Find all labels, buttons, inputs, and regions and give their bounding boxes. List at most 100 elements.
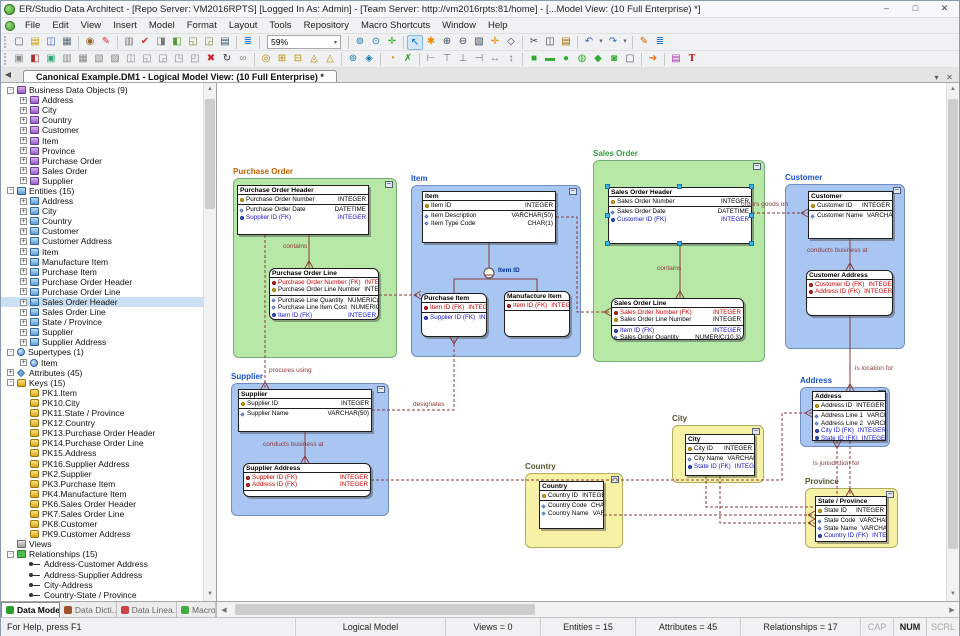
- circular-layout-button[interactable]: ◎: [261, 52, 271, 64]
- tree-item-item[interactable]: +Item: [1, 247, 203, 257]
- redo-button[interactable]: ↷: [608, 35, 618, 47]
- menu-insert[interactable]: Insert: [113, 20, 137, 31]
- align-right-button[interactable]: ⊣: [474, 52, 484, 64]
- attribute-editor-button[interactable]: ◧: [30, 52, 40, 64]
- container-collapse-button[interactable]: –: [753, 162, 761, 170]
- tree-item-manufacture-item[interactable]: +Manufacture Item: [1, 257, 203, 267]
- document-tab[interactable]: Canonical Example.DM1 - Logical Model Vi…: [23, 70, 337, 82]
- tree-expand-toggle[interactable]: +: [20, 177, 27, 185]
- tree-item-relationships-15[interactable]: -Relationships (15): [1, 549, 203, 559]
- new-model-button[interactable]: ▢: [14, 35, 24, 47]
- fit-to-window-button[interactable]: ◇: [507, 35, 515, 47]
- selection-handle[interactable]: [749, 241, 754, 246]
- menu-layout[interactable]: Layout: [228, 20, 258, 31]
- tree-expand-toggle[interactable]: +: [20, 318, 27, 326]
- tree-item-pk8-customer[interactable]: PK8.Customer: [1, 519, 203, 529]
- navigator-globe-button[interactable]: ⊚: [355, 35, 365, 47]
- selection-handle[interactable]: [605, 241, 610, 246]
- security-objects-button[interactable]: ▨: [110, 52, 120, 64]
- tree-expand-toggle[interactable]: +: [20, 359, 27, 367]
- redraw-diagram-button[interactable]: ⊚: [348, 52, 358, 64]
- panel-tab-data-dicti[interactable]: Data Dicti...: [60, 602, 117, 617]
- tree-item-item[interactable]: +Item: [1, 358, 203, 368]
- symmetric-layout-button[interactable]: ◬: [310, 52, 318, 64]
- tree-expand-toggle[interactable]: +: [20, 248, 27, 256]
- distribute-horizontal-button[interactable]: ↔: [490, 52, 500, 64]
- export-model-button[interactable]: ◲: [204, 35, 214, 47]
- tree-expand-toggle[interactable]: +: [20, 288, 27, 296]
- shape-octagon-button[interactable]: ◙: [610, 52, 618, 64]
- tree-expand-toggle[interactable]: +: [20, 328, 27, 336]
- tree-expand-toggle[interactable]: +: [20, 137, 27, 145]
- import-model-button[interactable]: ◱: [188, 35, 198, 47]
- tree-item-pk12-country[interactable]: PK12.Country: [1, 418, 203, 428]
- bind-dictionary-button[interactable]: ▣: [46, 52, 56, 64]
- zoom-out-button[interactable]: ⊖: [458, 35, 468, 47]
- scroll-right-icon[interactable]: ▶: [949, 606, 955, 614]
- menu-window[interactable]: Window: [442, 20, 476, 31]
- tree-item-country-state-province[interactable]: Country-State / Province: [1, 590, 203, 600]
- copy-object-button[interactable]: ◱: [142, 52, 152, 64]
- tree-item-entities-15[interactable]: -Entities (15): [1, 186, 203, 196]
- tree-item-pk4-manufacture-item[interactable]: PK4.Manufacture Item: [1, 489, 203, 499]
- compare-merge-button[interactable]: ◫: [126, 52, 136, 64]
- tree-item-city-address[interactable]: City-Address: [1, 580, 203, 590]
- panel-tab-data-linea[interactable]: Data Linea...: [117, 602, 177, 617]
- cut-button[interactable]: ✂: [529, 35, 539, 47]
- print-button[interactable]: ▦: [62, 35, 72, 47]
- scroll-up-icon[interactable]: ▲: [207, 86, 213, 92]
- rel-province-city[interactable]: [719, 476, 815, 524]
- tab-menu-button[interactable]: ▾: [934, 73, 939, 82]
- paste-object-button[interactable]: ◲: [158, 52, 168, 64]
- tree-item-country[interactable]: +Country: [1, 216, 203, 226]
- export-image-button[interactable]: ◧: [172, 35, 182, 47]
- open-file-button[interactable]: ▤: [30, 35, 40, 47]
- display-layers-button[interactable]: ≣: [243, 35, 253, 47]
- tree-expand-toggle[interactable]: -: [7, 379, 14, 387]
- spell-check-button[interactable]: ✎: [101, 35, 111, 47]
- tree-item-pk3-purchase-item[interactable]: PK3.Purchase Item: [1, 479, 203, 489]
- maximize-button[interactable]: □: [912, 3, 919, 13]
- tree-item-sales-order-line[interactable]: +Sales Order Line: [1, 307, 203, 317]
- tree-item-customer[interactable]: +Customer: [1, 226, 203, 236]
- find-button[interactable]: ◉: [85, 35, 95, 47]
- tree-expand-toggle[interactable]: -: [7, 86, 14, 94]
- save-file-button[interactable]: ◫: [46, 35, 56, 47]
- tree-item-purchase-order-header[interactable]: +Purchase Order Header: [1, 277, 203, 287]
- undo-dropdown-button[interactable]: ▾: [599, 37, 603, 45]
- shape-ellipse-button[interactable]: ●: [562, 52, 570, 64]
- align-top-button[interactable]: ⊤: [442, 52, 452, 64]
- text-tool-button[interactable]: T: [688, 52, 696, 64]
- container-collapse-button[interactable]: –: [385, 180, 393, 188]
- tree-item-pk1-item[interactable]: PK1.Item: [1, 388, 203, 398]
- zoom-area-button[interactable]: ▧: [474, 35, 484, 47]
- tree-item-supplier-address[interactable]: +Supplier Address: [1, 337, 203, 347]
- shape-polygon-button[interactable]: ◆: [594, 52, 602, 64]
- grab-hand-button[interactable]: ✱: [426, 35, 436, 47]
- copy-button[interactable]: ◫: [545, 35, 555, 47]
- selection-handle[interactable]: [605, 184, 610, 189]
- tree-item-pk7-sales-order-line[interactable]: PK7.Sales Order Line: [1, 509, 203, 519]
- diagram-scroll-thumb[interactable]: [948, 99, 958, 549]
- entity-tool-button[interactable]: ▣: [14, 52, 24, 64]
- tree-item-attributes-45[interactable]: +Attributes (45): [1, 368, 203, 378]
- diagram-area[interactable]: –Purchase Order–Item–Sales Order–Custome…: [217, 83, 959, 601]
- tree-expand-toggle[interactable]: -: [7, 348, 14, 356]
- tree-expand-toggle[interactable]: +: [20, 227, 27, 235]
- tree-expand-toggle[interactable]: +: [7, 369, 14, 377]
- reference-objects-button[interactable]: ▥: [62, 52, 72, 64]
- tree-item-province[interactable]: +Province: [1, 146, 203, 156]
- align-left-button[interactable]: ⊢: [426, 52, 436, 64]
- tree-item-pk16-supplier-address[interactable]: PK16.Supplier Address: [1, 458, 203, 469]
- container-collapse-button[interactable]: –: [611, 475, 619, 483]
- shape-rounded-rectangle-button[interactable]: ▬: [545, 52, 555, 64]
- draw-relationship-button[interactable]: ➔: [648, 52, 658, 64]
- diagram-canvas[interactable]: –Purchase Order–Item–Sales Order–Custome…: [217, 83, 945, 601]
